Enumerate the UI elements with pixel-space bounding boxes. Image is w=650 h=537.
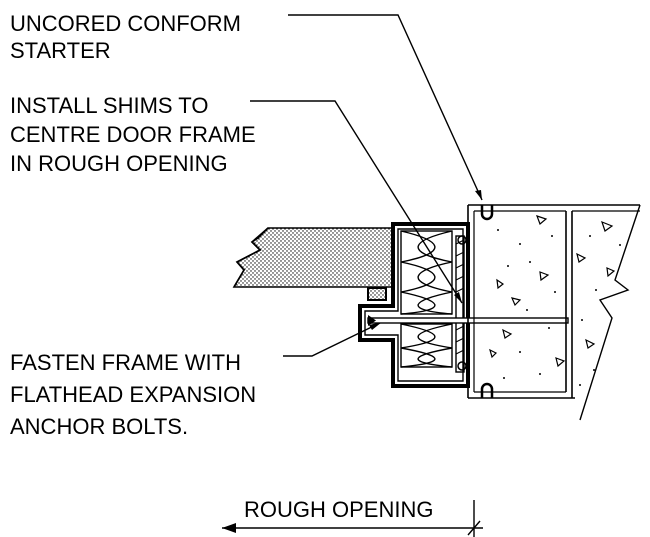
- insulation-bottom: [400, 323, 453, 368]
- arrow-conform: [475, 190, 482, 200]
- label-shims: INSTALL SHIMS TO CENTRE DOOR FRAME IN RO…: [10, 93, 256, 176]
- arrow-shims: [454, 292, 462, 303]
- arrow-fasten: [369, 322, 382, 330]
- fastener-bottom: [457, 361, 467, 371]
- label-conform-starter: UNCORED CONFORM STARTER: [10, 11, 241, 63]
- seal-block: [367, 287, 387, 301]
- fastener-top: [457, 235, 467, 245]
- label-conform-line-1: UNCORED CONFORM: [10, 11, 241, 36]
- concrete-aggregate: [489, 215, 616, 368]
- dimension-arrow: [222, 523, 236, 533]
- label-shims-line-3: IN ROUGH OPENING: [10, 151, 228, 176]
- label-fasten-line-3: ANCHOR BOLTS.: [10, 414, 188, 439]
- shim-hatch: [455, 239, 465, 355]
- label-fasten: FASTEN FRAME WITH FLATHEAD EXPANSION ANC…: [10, 350, 256, 439]
- wall-section: [232, 227, 393, 288]
- label-fasten-line-1: FASTEN FRAME WITH: [10, 350, 241, 375]
- door-frame-inner: [364, 228, 464, 382]
- leader-conform-starter: [288, 14, 483, 201]
- insulation-top: [400, 230, 453, 315]
- anchor-bolt-head: [368, 315, 376, 326]
- starter-slot-bottom: [480, 382, 494, 398]
- wall-break-line: [233, 227, 269, 288]
- concrete-specks: [497, 229, 621, 386]
- label-rough-opening: ROUGH OPENING: [244, 497, 433, 522]
- label-shims-line-2: CENTRE DOOR FRAME: [10, 122, 256, 147]
- label-fasten-line-2: FLATHEAD EXPANSION: [10, 382, 256, 407]
- conform-wall: [467, 204, 641, 421]
- starter-slot-top: [480, 205, 494, 221]
- label-shims-line-1: INSTALL SHIMS TO: [10, 93, 208, 118]
- dimension-line: [222, 500, 483, 537]
- label-conform-line-2: STARTER: [10, 38, 111, 63]
